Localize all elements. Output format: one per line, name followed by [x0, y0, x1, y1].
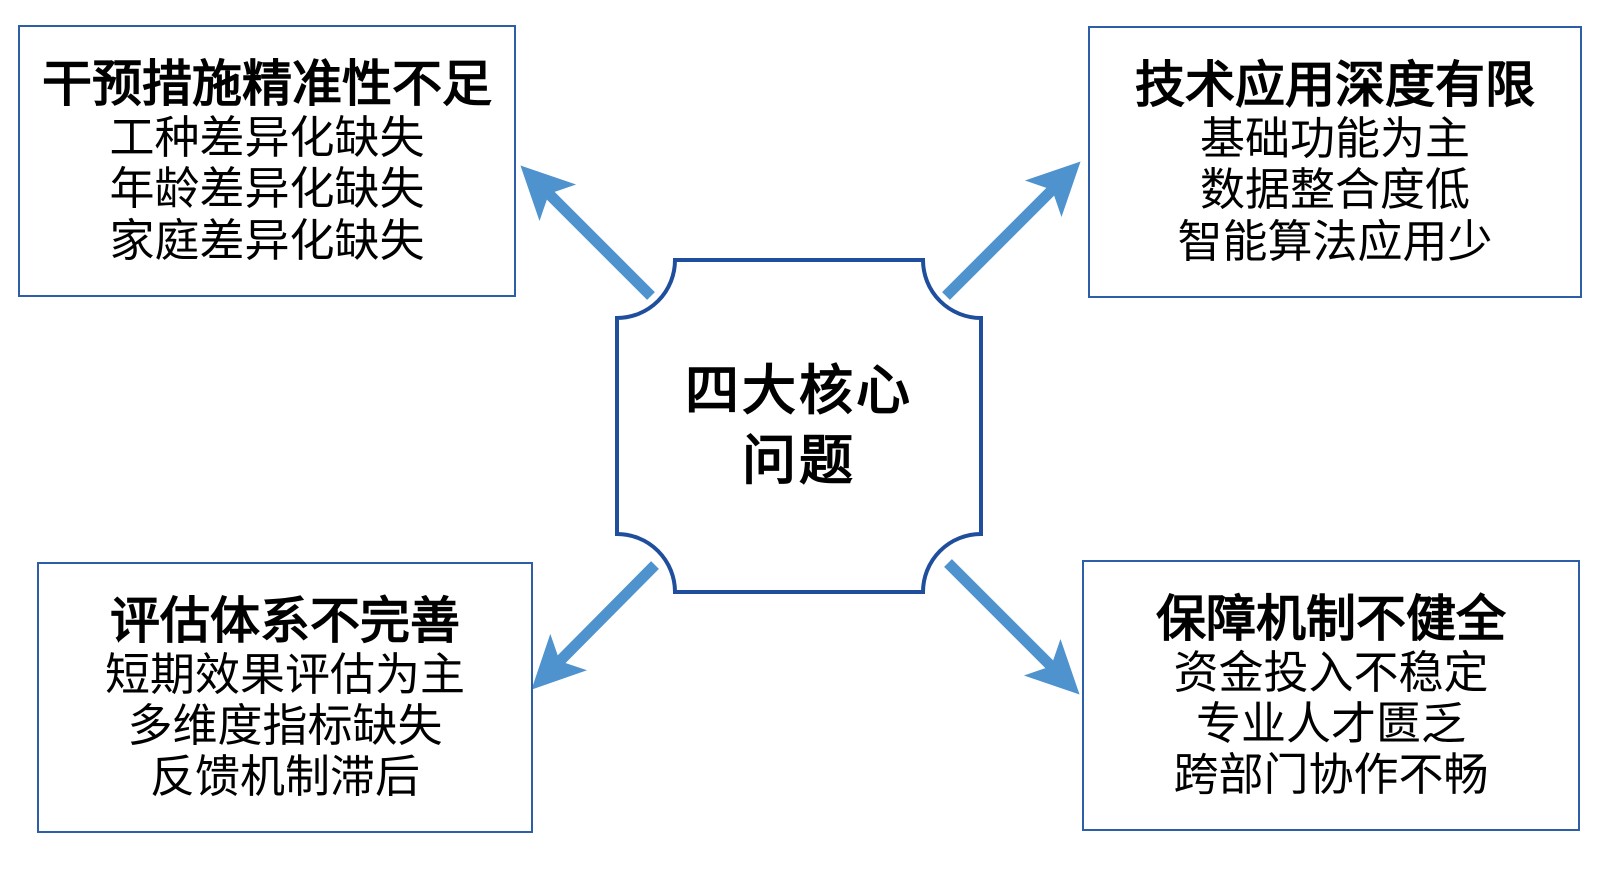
center-node[interactable]: 四大核心 问题 [613, 256, 985, 596]
quadrant-item-bottom-right-1: 资金投入不稳定 [1173, 646, 1489, 698]
center-label-line-1: 四大核心 [685, 360, 913, 421]
quadrant-item-top-right-1: 基础功能为主 [1199, 113, 1470, 165]
quadrant-item-top-right-3: 智能算法应用少 [1177, 215, 1493, 267]
quadrant-item-top-right-2: 数据整合度低 [1199, 164, 1470, 216]
arrow-center-to-top-right [942, 161, 1081, 300]
quadrant-title-bottom-left: 评估体系不完善 [110, 592, 460, 649]
quadrant-item-bottom-right-3: 跨部门协作不畅 [1173, 749, 1489, 801]
quadrant-card-top-right[interactable]: 技术应用深度有限 基础功能为主 数据整合度低 智能算法应用少 [1088, 26, 1582, 298]
arrow-center-to-bottom-right [944, 559, 1080, 695]
quadrant-item-bottom-left-2: 多维度指标缺失 [127, 699, 443, 751]
quadrant-title-top-left: 干预措施精准性不足 [42, 56, 492, 113]
center-label-line-2: 问题 [742, 431, 856, 491]
quadrant-item-bottom-left-1: 短期效果评估为主 [104, 648, 465, 700]
quadrant-title-top-right: 技术应用深度有限 [1135, 57, 1535, 114]
quadrant-card-bottom-right[interactable]: 保障机制不健全 资金投入不稳定 专业人才匮乏 跨部门协作不畅 [1082, 560, 1580, 831]
quadrant-item-top-left-3: 家庭差异化缺失 [109, 214, 425, 266]
quadrant-item-top-left-1: 工种差异化缺失 [109, 112, 425, 164]
quadrant-item-bottom-left-3: 反馈机制滞后 [149, 751, 420, 803]
center-label-group: 四大核心 问题 [613, 256, 985, 596]
quadrant-card-top-left[interactable]: 干预措施精准性不足 工种差异化缺失 年龄差异化缺失 家庭差异化缺失 [18, 25, 516, 297]
arrow-center-to-top-left [520, 165, 655, 300]
quadrant-title-bottom-right: 保障机制不健全 [1156, 590, 1506, 647]
quadrant-item-bottom-right-2: 专业人才匮乏 [1195, 697, 1466, 749]
quadrant-card-bottom-left[interactable]: 评估体系不完善 短期效果评估为主 多维度指标缺失 反馈机制滞后 [37, 562, 533, 833]
center-shape-outline [615, 258, 983, 594]
quadrant-item-top-left-2: 年龄差异化缺失 [109, 163, 425, 215]
arrow-center-to-bottom-left [531, 561, 659, 690]
